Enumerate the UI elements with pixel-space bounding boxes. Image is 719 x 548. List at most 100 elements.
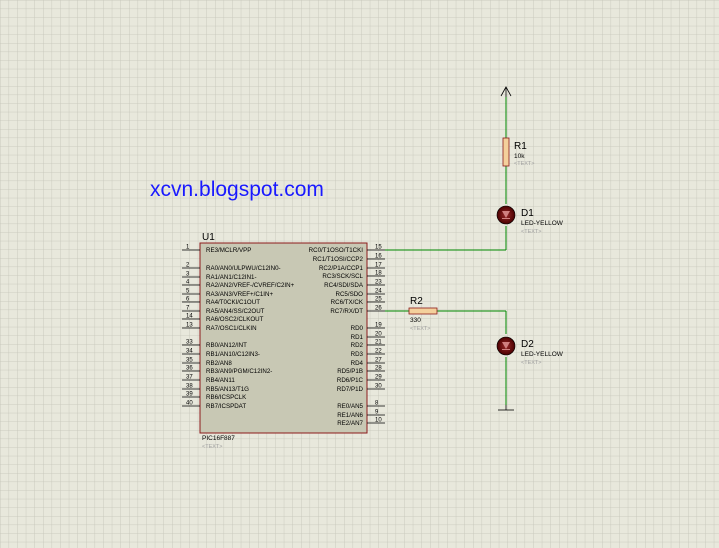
pin-number: 18 [375,271,382,277]
pin-name: RD7/P1D [337,386,364,393]
pin-name: RB3/AN9/PGM/C12IN2- [206,368,272,375]
u1-pin-15[interactable]: 15 RC0/T1OSO/T1CKI [309,245,385,255]
pin-number: 30 [375,384,382,390]
pin-number: 4 [186,280,190,286]
pin-name: RA6/OSC2/CLKOUT [206,316,264,323]
u1-pin-26[interactable]: 26 RC7/RX/DT [330,306,385,316]
pin-number: 1 [186,245,190,251]
pin-number: 7 [186,306,190,312]
pin-name: RE3/MCLR/VPP [206,247,251,254]
pin-name: RA3/AN3/VREF+/C1IN+ [206,291,273,298]
u1-pin-1[interactable]: 1 RE3/MCLR/VPP [182,245,251,255]
r2-body[interactable] [408,307,438,315]
pin-name: RE0/AN5 [337,403,363,410]
pin-number: 39 [186,392,193,398]
pin-name: RB0/AN12/INT [206,342,247,349]
pin-name: RC7/RX/DT [330,308,363,315]
d1-ref-label: D1 [521,208,534,219]
pin-number: 29 [375,375,382,381]
power-terminal[interactable] [500,86,512,97]
d2-value-label: LED-YELLOW [521,351,564,358]
pin-number: 26 [375,306,382,312]
pin-name: RC1/T1OSI/CCP2 [313,256,364,263]
r1-value-label: 10k [514,153,525,160]
pin-number: 34 [186,349,193,355]
pin-name: RD6/P1C [337,377,364,384]
led-d2[interactable]: D2 LED-YELLOW <TEXT> [496,336,564,366]
pin-name: RC4/SDI/SDA [324,282,364,289]
pin-number: 15 [375,245,382,251]
d2-ref-label: D2 [521,339,534,350]
pin-number: 19 [375,323,382,329]
pin-name: RD5/P1B [337,368,363,375]
watermark-text: xcvn.blogspot.com [150,178,324,201]
r1-body[interactable] [502,137,510,167]
d1-value-label: LED-YELLOW [521,220,564,227]
pin-name: RA5/AN4/SS/C2OUT [206,308,265,315]
u1-right-pins: 15 RC0/T1OSO/T1CKI 16 RC1/T1OSI/CCP217RC2/P… [309,245,385,428]
u1-body[interactable] [199,242,368,434]
pin-name: RC0/T1OSO/T1CKI [309,247,364,254]
u1-pin-7[interactable]: 7 RA5/AN4/SS/C2OUT [182,306,265,316]
pin-name: RD0 [351,325,364,332]
pin-name: RB4/AN11 [206,377,235,384]
u1-pin-14[interactable]: 14 RA6/OSC2/CLKOUT [182,314,264,324]
r2-ref-label: R2 [410,296,423,307]
u1-pin-19[interactable]: 19 RD0 [351,323,385,333]
wires [385,97,507,405]
r1-ref-label: R1 [514,141,527,152]
pin-name: RC2/P1A/CCP1 [319,265,364,272]
u1-pin-36[interactable]: 36 RB3/AN9/PGM/C12IN2- [182,366,272,376]
pin-number: 40 [186,401,193,407]
pin-name: RA2/AN2/VREF-/CVREF/C2IN+ [206,282,295,289]
u1-pin-4[interactable]: 4 RA2/AN2/VREF-/CVREF/C2IN+ [182,280,295,290]
led-d1[interactable]: D1 LED-YELLOW <TEXT> [496,205,564,235]
pin-number: 36 [186,366,193,372]
pin-number: 35 [186,358,193,364]
u1-text-label: <TEXT> [202,444,222,450]
ground-terminal[interactable] [498,405,514,411]
pin-number: 16 [375,254,382,260]
pin-name: RC6/TX/CK [331,299,364,306]
pin-name: RE1/AN6 [337,412,363,419]
pin-name: RE2/AN7 [337,420,363,427]
d1-text-label: <TEXT> [521,229,541,235]
u1-pin-35[interactable]: 35 RB2/AN8 [182,358,232,368]
u1-pin-30[interactable]: 30 RD7/P1D [337,384,385,394]
pin-name: RB7/ICSPDAT [206,403,246,410]
u1-pin-16[interactable]: 16 RC1/T1OSI/CCP2 [313,254,385,264]
resistor-r2[interactable]: R2 330 <TEXT> [408,296,438,332]
u1-pin-29[interactable]: 29 RD6/P1C [337,375,385,385]
u1-pin-40[interactable]: 40 RB7/ICSPDAT [182,401,246,411]
pin-name: RB2/AN8 [206,360,232,367]
pin-number: 6 [186,297,190,303]
resistor-r1[interactable]: R1 10k <TEXT> [502,137,534,167]
u1-ref-label: U1 [202,232,215,243]
pin-number: 14 [186,314,193,320]
